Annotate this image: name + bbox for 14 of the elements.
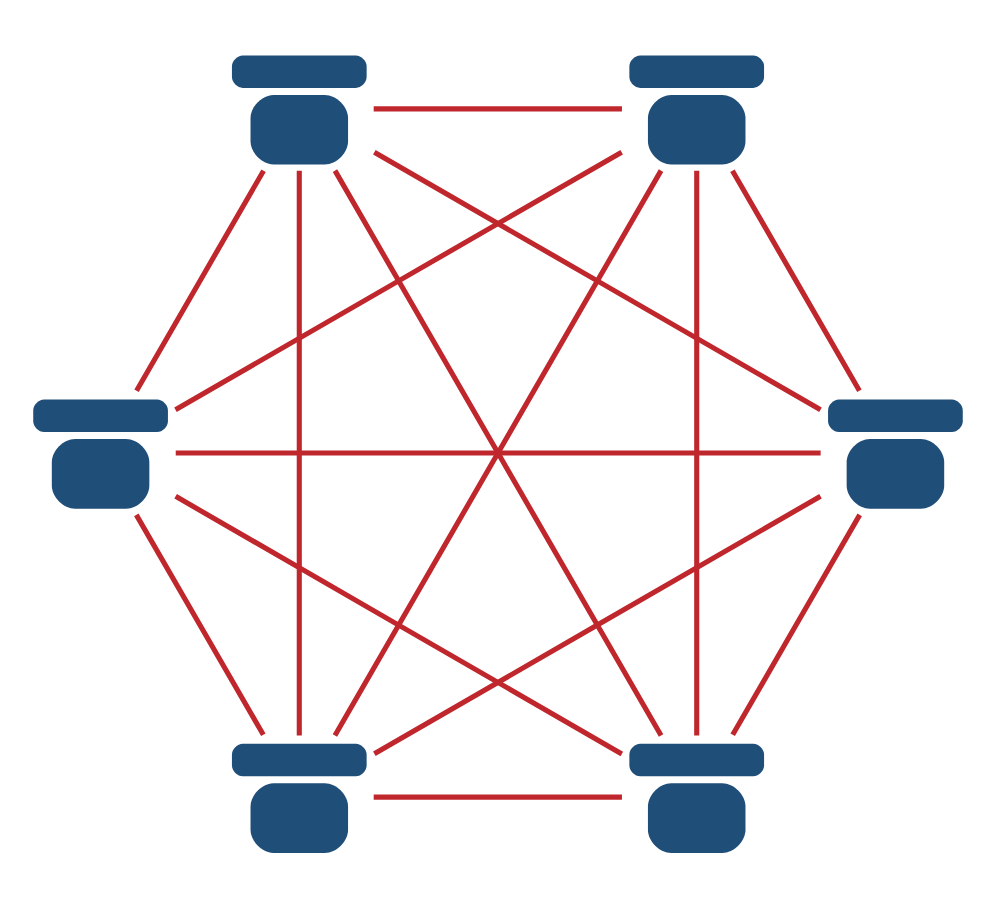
connector bbox=[694, 170, 700, 736]
connector bbox=[174, 149, 623, 412]
connector bbox=[730, 513, 862, 737]
connector bbox=[373, 149, 822, 412]
connector bbox=[174, 494, 624, 757]
connector bbox=[373, 106, 622, 112]
connector bbox=[373, 794, 622, 800]
connector bbox=[373, 494, 822, 757]
connector bbox=[134, 513, 266, 737]
connector bbox=[134, 169, 266, 392]
connector bbox=[730, 169, 862, 392]
connector bbox=[175, 450, 821, 456]
connector bbox=[296, 170, 302, 736]
connector bbox=[332, 169, 664, 737]
